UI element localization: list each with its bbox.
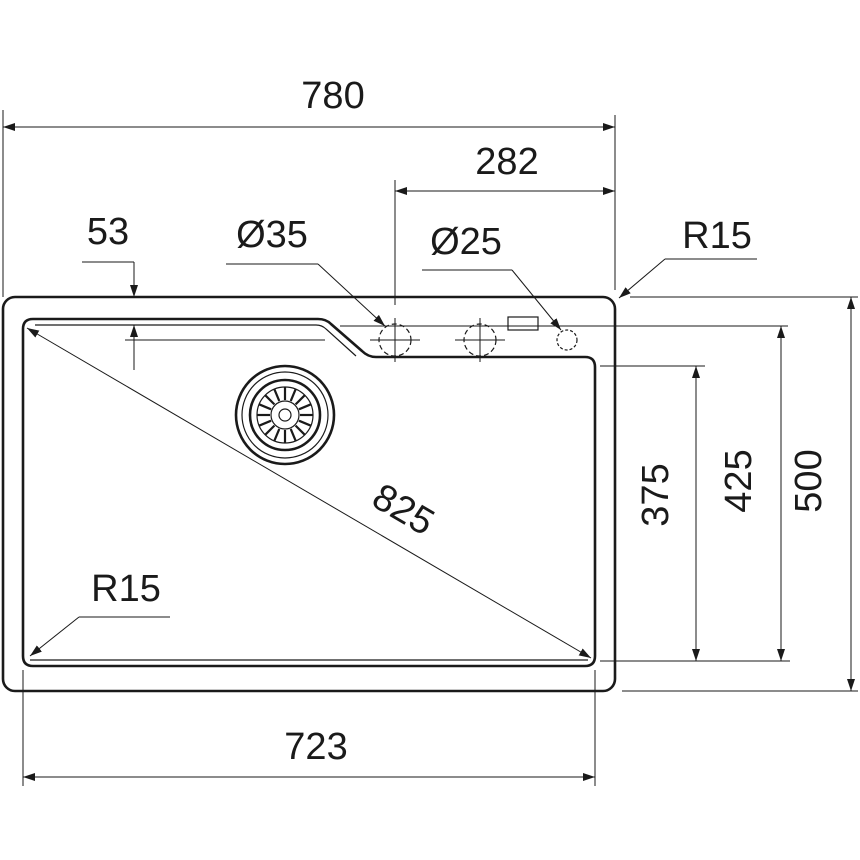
drain-spoke	[273, 388, 281, 402]
drain-spoke	[273, 428, 281, 442]
dimension-bowl-depth: 375	[600, 365, 790, 662]
dimension-bowl-width: 723	[22, 670, 596, 786]
drain-hub	[270, 400, 300, 430]
label-inner-depth: 425	[718, 449, 760, 512]
drain-spoke	[298, 403, 312, 411]
sink-outline	[1, 295, 617, 693]
drain-spoke	[258, 419, 272, 427]
sink-bowl-inner	[21, 317, 597, 668]
dimension-tap-hole-diameter: Ø35	[226, 214, 386, 327]
drain-spoke	[258, 403, 272, 411]
label-tap-offset: 282	[475, 141, 538, 183]
drain-spoke	[294, 424, 306, 436]
dimension-corner-radius-outer: R15	[618, 215, 757, 299]
drain-spoke	[289, 388, 297, 402]
label-overall-width: 780	[301, 75, 364, 117]
label-bowl-width: 723	[284, 726, 347, 768]
drain-strainer	[234, 364, 336, 466]
label-corner-radius-inner: R15	[91, 568, 161, 610]
drain-center	[278, 408, 292, 422]
drain-spokes	[257, 387, 313, 443]
tap-hole-1	[370, 318, 420, 362]
dimension-inner-depth: 425	[718, 326, 785, 661]
drain-spoke	[294, 394, 306, 406]
sink-outer-rim	[1, 295, 617, 693]
drain-spoke	[264, 424, 276, 436]
label-rim-depth: 53	[87, 211, 129, 253]
drain-ring-2	[241, 371, 329, 459]
label-corner-radius-outer: R15	[682, 215, 752, 257]
label-bowl-depth: 375	[635, 463, 677, 526]
tap-holes	[340, 316, 788, 362]
dimension-corner-radius-inner: R15	[29, 568, 170, 657]
label-accessory-hole-diameter: Ø25	[430, 221, 502, 263]
drain-spoke	[298, 419, 312, 427]
label-tap-hole-diameter: Ø35	[236, 214, 308, 256]
dimension-accessory-hole-diameter: Ø25	[422, 221, 562, 331]
label-bowl-diagonal: 825	[365, 476, 441, 544]
tap-hole-2	[455, 318, 505, 362]
dimension-tap-offset: 282	[394, 141, 615, 305]
label-overall-depth: 500	[788, 449, 830, 512]
accessory-hole	[556, 329, 578, 351]
drain-spoke	[289, 428, 297, 442]
dimension-overall-width: 780	[2, 75, 616, 297]
dimension-overall-depth: 500	[622, 296, 858, 692]
drain-spoke	[264, 394, 276, 406]
overflow-slot	[507, 316, 539, 331]
